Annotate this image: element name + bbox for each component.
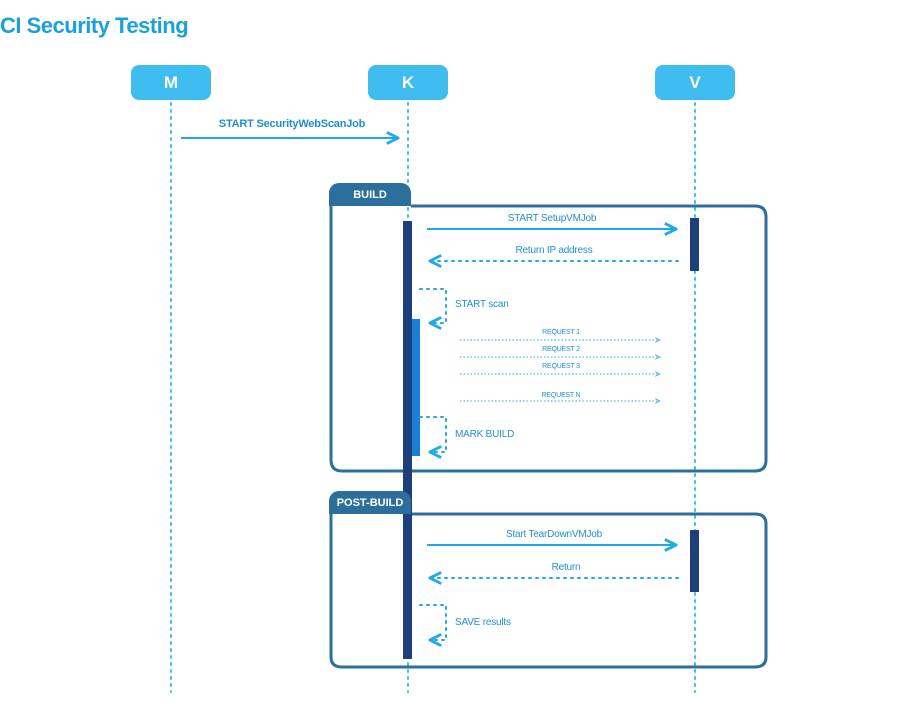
activation-k (403, 221, 412, 659)
post-build-frame (329, 512, 768, 669)
label-request-2: REQUEST 2 (542, 346, 580, 353)
label-return: Return (551, 562, 581, 573)
post-build-frame-label: POST-BUILD (329, 491, 411, 514)
label-mark-build: MARK BUILD (455, 429, 515, 440)
diagram-title: CI Security Testing (0, 13, 189, 38)
label-return-ip: Return IP address (515, 245, 593, 256)
label-start-teardown: Start TearDownVMJob (505, 529, 603, 540)
actor-m: M (131, 65, 211, 100)
actor-v: V (655, 65, 735, 100)
label-save-results: SAVE results (455, 617, 511, 628)
activation-v-teardown (690, 530, 699, 592)
activation-v-setup (690, 218, 699, 271)
label-request-3: REQUEST 3 (542, 363, 580, 370)
label-request-n: REQUEST N (541, 392, 581, 399)
label-start-setup-vm: START SetupVMJob (507, 213, 597, 224)
label-start-scan: START scan (455, 299, 509, 310)
activation-k-scan (412, 319, 420, 456)
build-frame (329, 204, 768, 473)
label-request-1: REQUEST 1 (542, 329, 580, 336)
build-frame-label: BUILD (329, 183, 411, 206)
self-call-start-scan (419, 288, 447, 323)
label-start-web-scan: START SecurityWebScanJob (218, 118, 366, 130)
self-call-save-results (419, 604, 447, 640)
actor-k: K (368, 65, 448, 100)
self-call-mark-build (419, 416, 447, 452)
